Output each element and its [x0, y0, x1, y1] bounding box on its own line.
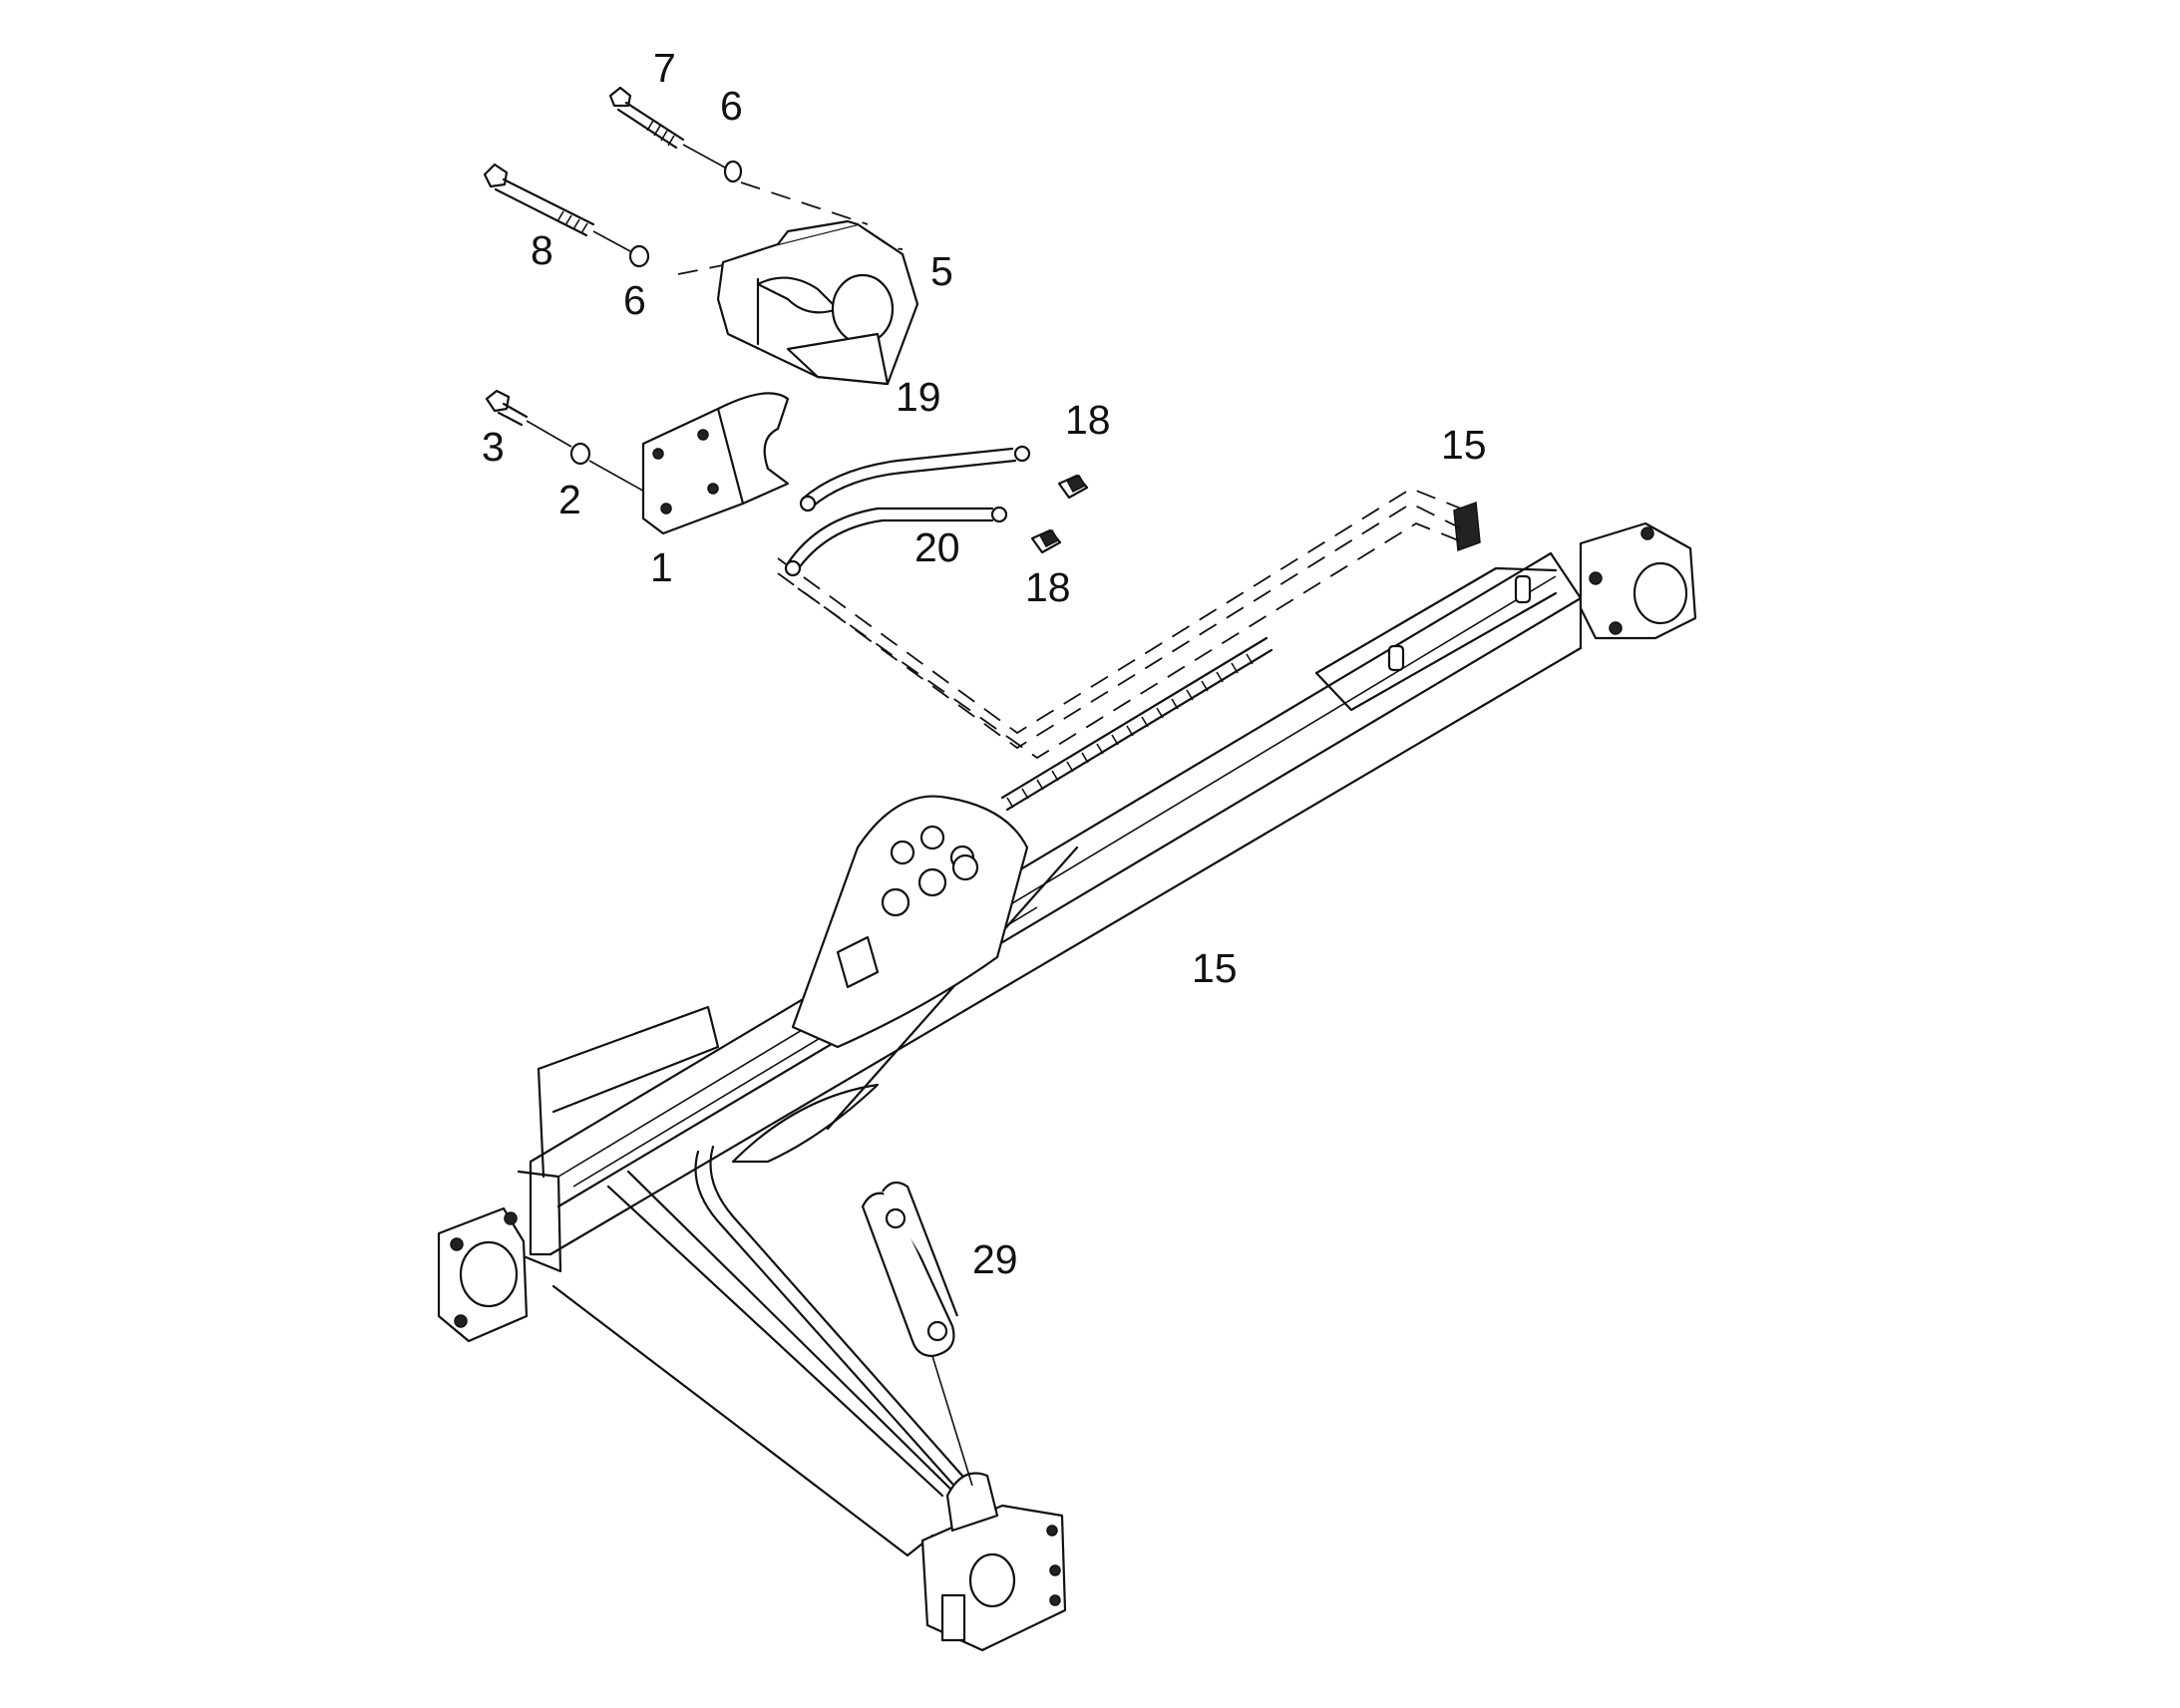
lift-bracket [791, 795, 1029, 1049]
callout-1: 1 [650, 544, 673, 590]
washer-6-upper [723, 160, 743, 183]
right-mount-block [1579, 521, 1697, 640]
spring-rod [1000, 636, 1273, 812]
fitting-18-lower [1030, 528, 1062, 554]
hose-19 [799, 445, 1031, 512]
callout-labels: 7 6 8 6 5 19 18 15 3 2 1 20 18 15 29 [482, 45, 1487, 1282]
part-5-housing [716, 219, 919, 386]
callout-7: 7 [653, 45, 676, 91]
bolt-3 [485, 389, 572, 448]
main-frame [437, 501, 1697, 1652]
callout-15-main: 15 [1192, 945, 1238, 991]
left-mount-block [437, 1206, 529, 1343]
callout-15-upper: 15 [1441, 422, 1487, 468]
callout-6-upper: 6 [720, 83, 743, 129]
hose-20 [784, 506, 1008, 577]
callout-2: 2 [558, 477, 581, 522]
callout-29: 29 [972, 1236, 1018, 1282]
bolt-8 [483, 163, 631, 252]
callout-18-lower: 18 [1025, 564, 1071, 610]
bolt-7 [608, 86, 726, 169]
callout-20: 20 [914, 524, 960, 570]
callout-18-upper: 18 [1065, 397, 1111, 443]
washer-2 [569, 442, 591, 466]
washer-6-lower [628, 244, 650, 268]
part-1-clamp [641, 392, 790, 535]
fitting-18-upper [1057, 474, 1089, 500]
callout-3: 3 [482, 424, 505, 470]
callout-8: 8 [531, 227, 553, 273]
callout-19: 19 [896, 374, 941, 420]
callout-5: 5 [930, 248, 953, 294]
front-mount-block [920, 1472, 1067, 1652]
callout-6-lower: 6 [623, 277, 646, 323]
part-29-link [861, 1181, 973, 1487]
